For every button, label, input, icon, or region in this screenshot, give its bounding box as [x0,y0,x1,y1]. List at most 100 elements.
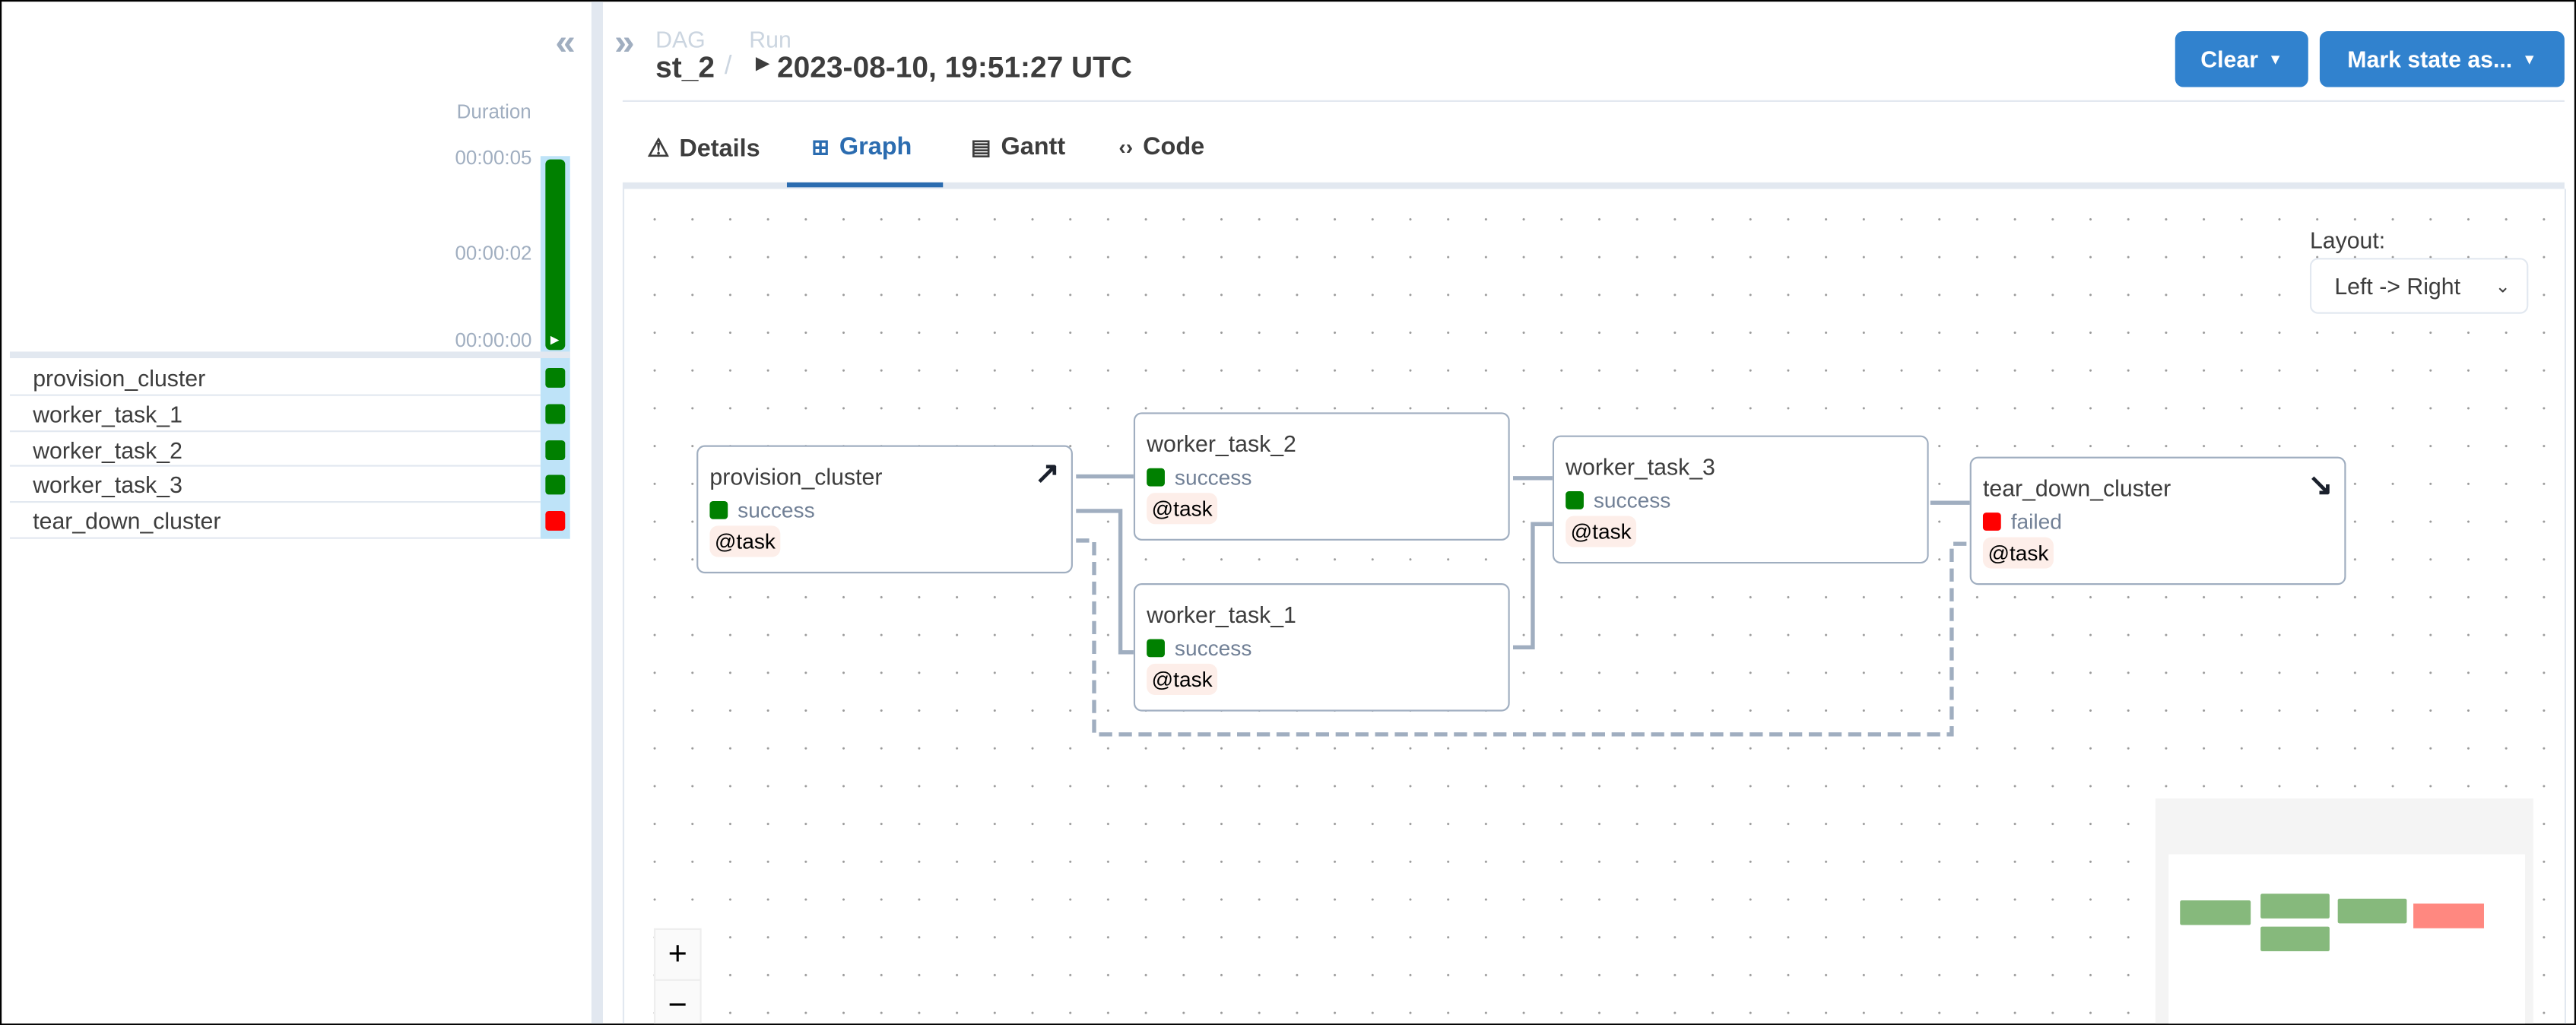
task-instance-status-box[interactable] [545,440,566,460]
mark-state-button[interactable]: Mark state as... ▼ [2319,31,2565,87]
run-label: Run [749,26,792,53]
tab-label: Details [679,134,760,162]
duration-tick: 00:00:05 [455,146,532,170]
collapse-sidebar-icon[interactable]: « [555,21,576,63]
task-instance-status-box[interactable] [545,367,566,388]
layout-label: Layout: [2309,227,2386,253]
graph-edges [1076,474,1970,737]
row-divider [9,465,541,468]
duration-tick: 00:00:00 [455,328,532,352]
layout-select[interactable]: Left -> Right ⌄ [2309,258,2529,314]
task-row-name[interactable]: provision_cluster [33,364,206,392]
state-label: success [1174,636,1252,661]
task-row-name[interactable]: worker_task_2 [33,436,182,463]
task-name: tear_down_cluster [1982,474,2172,502]
operator-badge: @task [1147,663,1218,695]
tab-gantt[interactable]: ▤ Gantt [971,133,1065,161]
state-label: success [738,497,815,523]
mark-state-button-label: Mark state as... [2347,46,2513,73]
edge [1513,522,1553,650]
task-state: success [1147,465,1252,490]
task-node-tear-down-cluster[interactable]: tear_down_cluster ↘ failed @task [1969,456,2346,585]
tab-label: Graph [839,133,912,161]
layout-select-value: Left -> Right [2334,272,2460,300]
operator-badge: @task [1982,537,2054,569]
graph-canvas[interactable]: provision_cluster ↗ success @task worker… [622,189,2567,1024]
header-divider [622,100,2565,102]
zoom-out-button[interactable]: − [668,987,687,1024]
task-instance-status-box[interactable] [545,404,566,424]
minimap-node [2260,893,2330,919]
setup-arrow-icon: ↗ [1035,456,1060,490]
task-state: success [1147,636,1252,661]
operator-badge: @task [1566,516,1637,547]
operator-badge: @task [709,525,781,557]
minimap-node [2180,900,2251,925]
tab-details[interactable]: ⚠ Details [647,133,760,163]
code-icon: ‹› [1118,135,1134,160]
task-row-name[interactable]: tear_down_cluster [33,508,221,535]
state-label: failed [2010,509,2062,535]
task-row-name[interactable]: worker_task_3 [33,471,182,499]
task-state: success [1566,488,1670,512]
minimap-node [2337,898,2407,924]
task-state: failed [1982,509,2062,535]
state-label: success [1593,487,1671,513]
task-instance-status-box[interactable] [545,475,566,496]
graph-icon: ⊞ [811,134,830,159]
play-icon: ▶ [550,335,560,347]
task-node-worker-task-3[interactable]: worker_task_3 success @task [1552,435,1929,564]
task-node-worker-task-1[interactable]: worker_task_1 success @task [1133,583,1510,712]
breadcrumb-separator: / [724,52,732,81]
minimap-node [2413,903,2484,928]
task-name: worker_task_3 [1566,453,1715,480]
warning-triangle-icon: ⚠ [647,135,670,163]
task-instance-status-box[interactable] [545,511,566,532]
task-name: worker_task_2 [1147,430,1296,457]
row-divider [9,430,541,432]
task-row-name[interactable]: worker_task_1 [33,400,182,427]
state-indicator [1982,512,2001,531]
run-duration-bar[interactable]: ▶ [545,159,566,351]
minimap-node [2260,926,2330,952]
task-name: worker_task_1 [1147,601,1296,628]
zoom-in-button[interactable]: + [655,930,700,981]
task-state: success [709,497,815,523]
caret-down-icon: ▼ [2267,50,2283,68]
task-node-worker-task-2[interactable]: worker_task_2 success @task [1133,412,1510,541]
tab-label: Code [1143,133,1205,161]
panel-resize-handle[interactable] [591,2,603,1024]
zoom-controls: + − [653,928,702,1024]
minimap[interactable] [2155,798,2533,1024]
run-id[interactable]: 2023-08-10, 19:51:27 UTC [777,50,1132,84]
state-indicator [1147,639,1165,658]
duration-tick: 00:00:02 [455,241,532,265]
row-divider [9,537,541,539]
minimap-viewport [2168,854,2525,1024]
edge [1076,509,1134,655]
state-label: success [1174,465,1252,490]
active-tab-indicator [786,182,944,188]
operator-badge: @task [1147,493,1218,525]
state-indicator [1147,468,1165,487]
dag-label: DAG [655,26,706,53]
tab-graph[interactable]: ⊞ Graph [811,133,912,161]
play-icon: ▶ [755,54,770,75]
task-node-provision-cluster[interactable]: provision_cluster ↗ success @task [696,445,1073,574]
tabs-border [622,182,2565,189]
caret-down-icon: ▼ [2522,50,2537,68]
duration-label: Duration [456,100,531,124]
state-indicator [709,501,728,519]
task-name: provision_cluster [709,463,883,490]
tab-label: Gantt [1001,133,1066,161]
grid-divider [9,351,570,359]
tab-code[interactable]: ‹› Code [1118,133,1204,161]
dag-id-link[interactable]: st_2 [655,50,715,84]
gantt-icon: ▤ [970,134,991,159]
row-divider [9,501,541,503]
clear-button[interactable]: Clear▼ [2175,31,2308,87]
expand-details-icon[interactable]: » [614,21,635,63]
chevron-down-icon: ⌄ [2495,277,2511,297]
row-divider [9,394,541,396]
